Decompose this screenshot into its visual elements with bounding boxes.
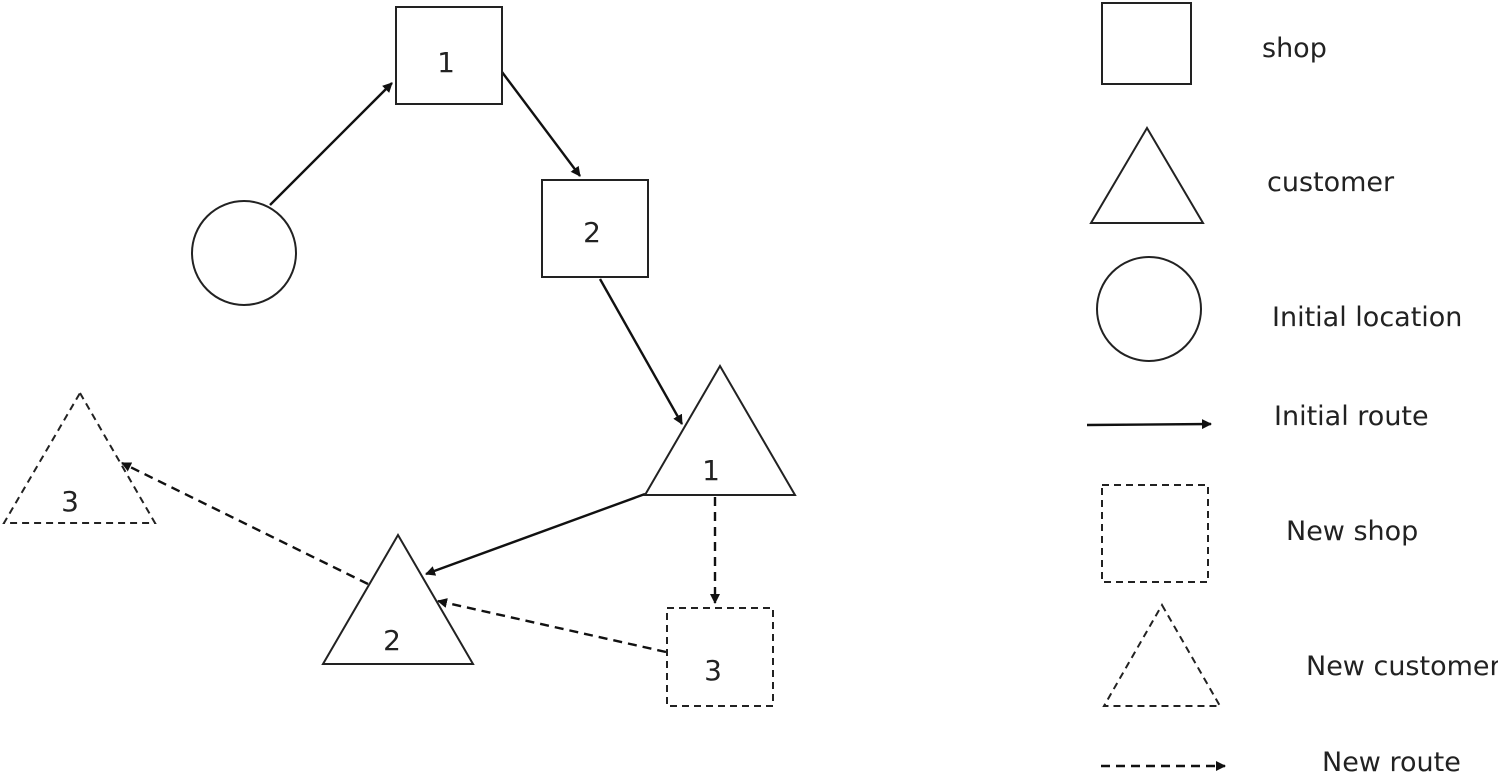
legend-customer-label: customer [1267,167,1395,198]
customer-1-label: 1 [702,454,720,487]
customer-1-triangle [643,364,797,496]
legend-customer: customer [1089,126,1395,224]
legend-shop-square [1101,2,1192,85]
legend-new-shop: New shop [1101,484,1418,583]
edge-customer-2-to-new-customer-3 [121,461,369,586]
shop-node-2: 2 [541,179,649,278]
legend-new-route: New route [1101,747,1461,774]
shop-2-square [541,179,649,278]
legend-new-customer: New customer [1102,602,1498,707]
legend-new-customer-triangle [1102,602,1222,707]
legend-customer-triangle [1089,126,1205,224]
new-customer-3-label: 3 [61,485,79,518]
legend-shop-label: shop [1262,33,1327,64]
edge-initial-location-to-shop-1 [269,82,393,206]
nodes: 1 2 1 2 3 3 [2,6,797,707]
edge-customer-1-to-customer-2 [425,492,646,576]
edge-new-shop-3-to-customer-2 [437,598,667,654]
new-customer-3-triangle [2,391,157,524]
shop-1-square [395,6,503,105]
legend-initial-route: Initial route [1086,401,1429,432]
edge-shop-1-to-shop-2 [501,71,581,177]
legend-initial-location: Initial location [1096,256,1462,362]
customer-2-label: 2 [383,624,401,657]
legend: shop customer Initial location Initial r… [1086,2,1498,774]
legend-initial-route-label: Initial route [1274,401,1429,432]
legend-new-shop-label: New shop [1286,516,1418,547]
legend-shop: shop [1101,2,1327,85]
new-shop-node-3: 3 [666,607,774,707]
new-customer-node-3: 3 [2,391,157,524]
new-shop-3-square [666,607,774,707]
shop-2-label: 2 [583,216,601,249]
legend-initial-location-circle [1096,256,1202,362]
legend-new-route-label: New route [1322,747,1461,774]
customer-node-1: 1 [643,364,797,496]
shop-1-label: 1 [437,46,455,79]
customer-2-triangle [321,533,475,665]
edge-shop-2-to-customer-1 [598,278,684,425]
edges [121,71,720,654]
legend-new-shop-square [1101,484,1209,583]
initial-location-node [191,200,297,306]
customer-node-2: 2 [321,533,475,665]
legend-initial-route-arrow [1086,419,1212,430]
shop-node-1: 1 [395,6,503,105]
new-shop-3-label: 3 [704,654,722,687]
legend-initial-location-label: Initial location [1272,302,1462,333]
legend-new-customer-label: New customer [1306,651,1498,682]
